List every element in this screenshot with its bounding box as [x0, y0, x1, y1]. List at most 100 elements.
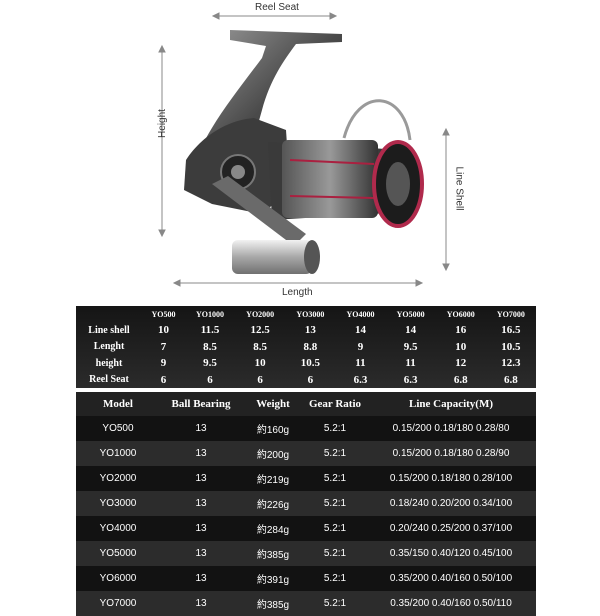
reel-diagram: Reel Seat Height Line Shell Length — [0, 0, 600, 305]
header-model: Model — [76, 392, 160, 416]
spec-cell: 7 — [160, 340, 167, 353]
spec-cell: 10.5 — [501, 340, 521, 353]
spec-cell: 10 — [157, 324, 169, 337]
spec-model-header: YO7000 — [496, 309, 525, 319]
spec-model-header: YO3000 — [296, 309, 325, 319]
line-capacity-cell: 0.18/240 0.20/200 0.34/100 — [366, 491, 536, 516]
gear-ratio-cell: 5.2:1 — [304, 566, 366, 591]
spec-cell: 6 — [160, 373, 167, 386]
ball-bearing-cell: 13 — [160, 466, 242, 491]
spec-model-header: YO500 — [151, 309, 176, 319]
line-capacity-cell: 0.20/240 0.25/200 0.37/100 — [366, 516, 536, 541]
model-cell: YO4000 — [76, 516, 160, 541]
line-capacity-cell: 0.15/200 0.18/180 0.28/100 — [366, 466, 536, 491]
ball-bearing-cell: 13 — [160, 491, 242, 516]
spec-model-header: YO1000 — [196, 309, 225, 319]
table-row: YO5000 13 約385g 5.2:1 0.35/150 0.40/120 … — [76, 541, 536, 566]
table-row: YO500 13 約160g 5.2:1 0.15/200 0.18/180 0… — [76, 416, 536, 441]
line-capacity-cell: 0.35/200 0.40/160 0.50/110 — [366, 591, 536, 616]
table-row: YO6000 13 約391g 5.2:1 0.35/200 0.40/160 … — [76, 566, 536, 591]
gear-ratio-cell: 5.2:1 — [304, 416, 366, 441]
model-spec-table: Model Ball Bearing Weight Gear Ratio Lin… — [76, 392, 536, 616]
spec-cell: 9 — [160, 357, 167, 370]
table-row: YO2000 13 約219g 5.2:1 0.15/200 0.18/180 … — [76, 466, 536, 491]
length-dimension — [172, 279, 424, 287]
model-cell: YO7000 — [76, 591, 160, 616]
spec-cell: 6 — [257, 373, 263, 386]
reel-body — [184, 30, 424, 274]
model-cell: YO500 — [76, 416, 160, 441]
spec-cell: 12.3 — [501, 357, 521, 370]
spec-cell: 6.3 — [403, 373, 418, 386]
gear-ratio-cell: 5.2:1 — [304, 516, 366, 541]
spec-model-header: YO2000 — [246, 309, 275, 319]
ball-bearing-cell: 13 — [160, 566, 242, 591]
spec-model-header: YO5000 — [396, 309, 425, 319]
spec-corner-cell — [76, 306, 142, 322]
header-ball-bearing: Ball Bearing — [160, 392, 242, 416]
table-row: YO3000 13 約226g 5.2:1 0.18/240 0.20/200 … — [76, 491, 536, 516]
spec-row-label: height — [95, 357, 123, 369]
line-capacity-cell: 0.35/200 0.40/160 0.50/100 — [366, 566, 536, 591]
weight-cell: 約200g — [242, 441, 304, 466]
height-label: Height — [156, 109, 168, 138]
spec-cell: 10 — [455, 340, 467, 353]
spec-row: Line shell 10 11.5 12.5 13 14 14 16 16.5 — [76, 322, 536, 339]
gear-ratio-cell: 5.2:1 — [304, 591, 366, 616]
model-cell: YO1000 — [76, 441, 160, 466]
weight-cell: 約219g — [242, 466, 304, 491]
spec-cell: 14 — [405, 324, 417, 337]
spec-cell: 16 — [455, 324, 467, 337]
table-row: YO1000 13 約200g 5.2:1 0.15/200 0.18/180 … — [76, 441, 536, 466]
spec-row: height 9 9.5 10 10.5 11 11 12 12.3 — [76, 355, 536, 372]
spec-cell: 12.5 — [250, 324, 270, 337]
gear-ratio-cell: 5.2:1 — [304, 466, 366, 491]
model-cell: YO2000 — [76, 466, 160, 491]
spec-cell: 11.5 — [200, 324, 220, 337]
spec-row-label: Line shell — [88, 324, 130, 336]
model-cell: YO3000 — [76, 491, 160, 516]
spec-header-row: YO500 YO1000 YO2000 YO3000 YO4000 YO5000… — [76, 306, 536, 322]
ball-bearing-cell: 13 — [160, 516, 242, 541]
spec-cell: 9.5 — [403, 340, 418, 353]
spec-cell: 12 — [455, 357, 467, 370]
weight-cell: 約391g — [242, 566, 304, 591]
weight-cell: 約385g — [242, 591, 304, 616]
ball-bearing-cell: 13 — [160, 416, 242, 441]
line-capacity-cell: 0.35/150 0.40/120 0.45/100 — [366, 541, 536, 566]
ball-bearing-cell: 13 — [160, 541, 242, 566]
gear-ratio-cell: 5.2:1 — [304, 441, 366, 466]
line-capacity-cell: 0.15/200 0.18/180 0.28/80 — [366, 416, 536, 441]
reel-illustration — [158, 12, 450, 287]
header-gear-ratio: Gear Ratio — [304, 392, 366, 416]
header-line-capacity: Line Capacity(M) — [366, 392, 536, 416]
spec-cell: 10.5 — [300, 357, 320, 370]
model-cell: YO5000 — [76, 541, 160, 566]
height-dimension — [158, 44, 166, 238]
spec-cell: 6.8 — [504, 373, 518, 386]
spec-row-label: Reel Seat — [89, 374, 129, 386]
weight-cell: 約226g — [242, 491, 304, 516]
spec-cell: 10 — [254, 357, 266, 370]
spec-cell: 6.3 — [353, 373, 368, 386]
spec-cell: 8.5 — [253, 340, 268, 353]
spec-cell: 13 — [304, 324, 316, 337]
gear-ratio-cell: 5.2:1 — [304, 541, 366, 566]
length-label: Length — [282, 287, 313, 298]
spec-cell: 6.8 — [453, 373, 468, 386]
weight-cell: 約385g — [242, 541, 304, 566]
line-shell-label: Line Shell — [453, 166, 465, 211]
line-capacity-cell: 0.15/200 0.18/180 0.28/90 — [366, 441, 536, 466]
weight-cell: 約160g — [242, 416, 304, 441]
model-cell: YO6000 — [76, 566, 160, 591]
spec-cell: 8.8 — [303, 340, 318, 353]
line-shell-dimension — [442, 127, 450, 272]
spec-row: Lenght 7 8.5 8.5 8.8 9 9.5 10 10.5 — [76, 339, 536, 356]
spec-cell: 8.5 — [203, 340, 217, 353]
spec-row-label: Lenght — [93, 341, 125, 353]
model-header-row: Model Ball Bearing Weight Gear Ratio Lin… — [76, 392, 536, 416]
spec-row: Reel Seat 6 6 6 6 6.3 6.3 6.8 6.8 — [76, 372, 536, 389]
spec-model-header: YO4000 — [346, 309, 375, 319]
spec-cell: 11 — [405, 357, 416, 370]
spec-cell: 14 — [354, 324, 366, 337]
